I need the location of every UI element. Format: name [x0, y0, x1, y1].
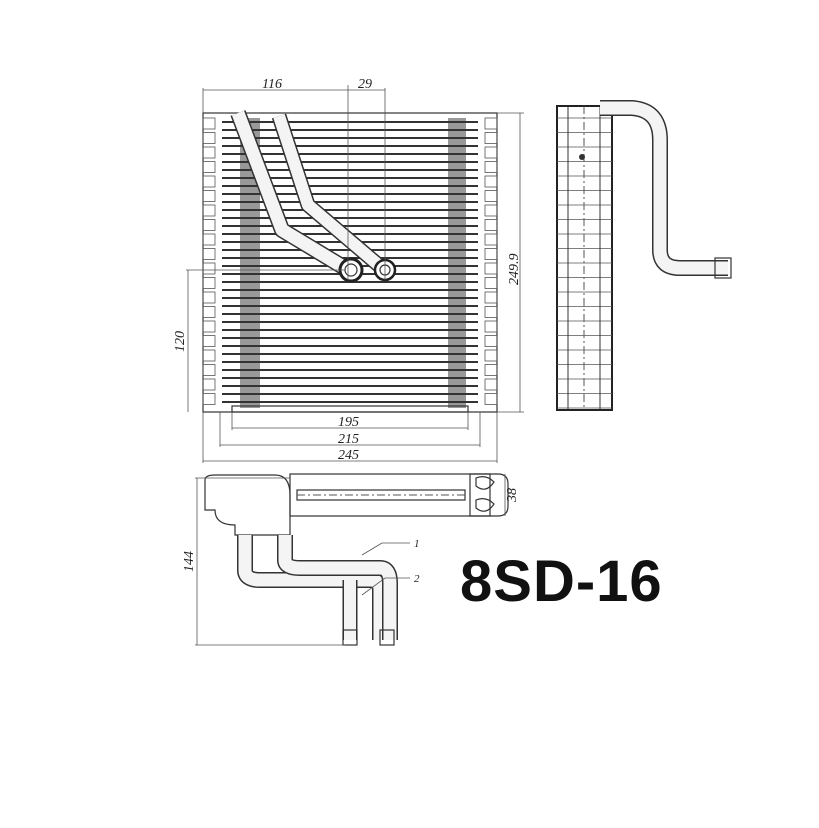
dim-249-9: 249.9	[507, 254, 522, 286]
side-view	[556, 100, 732, 411]
part-number-title: 8SD-16	[460, 549, 663, 614]
callout-1: 1	[414, 538, 420, 550]
dim-29: 29	[358, 77, 372, 92]
fin-band-left	[240, 118, 260, 408]
dim-144: 144	[182, 551, 197, 572]
front-view: 116 29 249.9 120 195 215 245	[173, 77, 524, 463]
side-tabs	[202, 117, 498, 405]
bottom-view: 144 38 1 2	[182, 473, 520, 646]
dim-245: 245	[338, 448, 359, 463]
dim-195: 195	[338, 415, 359, 430]
dim-38: 38	[505, 488, 520, 503]
dim-215: 215	[338, 432, 359, 447]
callout-2: 2	[414, 573, 420, 585]
bottom-pipe-1	[237, 535, 388, 640]
dim-120: 120	[173, 331, 188, 352]
fin-band-right	[448, 118, 466, 408]
dim-116: 116	[262, 77, 282, 92]
